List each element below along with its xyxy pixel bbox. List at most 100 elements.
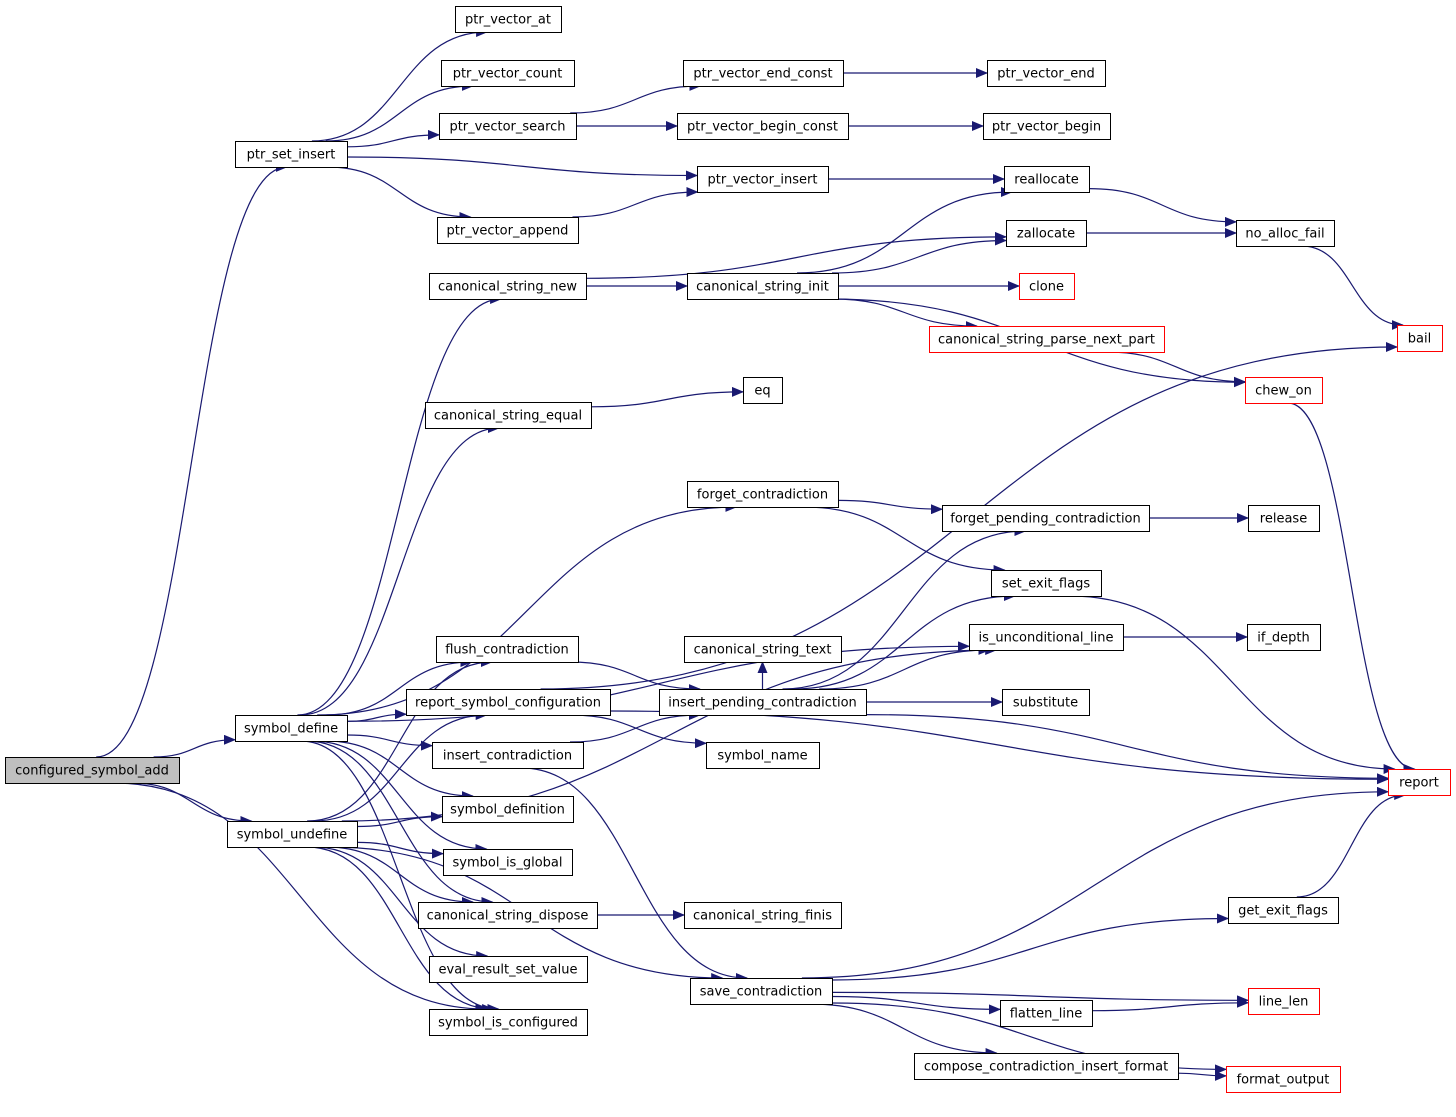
node-bail[interactable]: bail xyxy=(1397,325,1443,352)
call-edge-canonical_string_init-to-zallocate xyxy=(831,235,1007,274)
node-zallocate[interactable]: zallocate xyxy=(1006,220,1087,247)
call-edge-ptr_set_insert-to-ptr_vector_insert xyxy=(346,156,698,181)
node-label: canonical_string_init xyxy=(696,280,829,295)
node-box xyxy=(441,60,575,87)
node-canonical_string_parse_next_part[interactable]: canonical_string_parse_next_part xyxy=(929,326,1165,353)
node-label: line_len xyxy=(1259,995,1309,1010)
node-label: flush_contradiction xyxy=(445,643,569,658)
node-ptr_vector_end_const[interactable]: ptr_vector_end_const xyxy=(683,60,844,87)
call-edge-report_symbol_configuration-to-symbol_name xyxy=(570,714,707,749)
node-report[interactable]: report xyxy=(1388,769,1451,796)
node-label: forget_pending_contradiction xyxy=(950,512,1141,527)
node-save_contradiction[interactable]: save_contradiction xyxy=(690,978,833,1005)
node-set_exit_flags[interactable]: set_exit_flags xyxy=(991,570,1102,597)
node-configured_symbol_add[interactable]: configured_symbol_add xyxy=(5,757,180,784)
call-edge-symbol_define-to-symbol_is_global xyxy=(311,740,488,854)
node-ptr_vector_begin_const[interactable]: ptr_vector_begin_const xyxy=(677,113,849,140)
node-symbol_is_global[interactable]: symbol_is_global xyxy=(443,849,573,876)
call-edge-insert_pending_contradiction-to-forget_pending_contradiction xyxy=(782,526,1027,690)
call-edge-set_exit_flags-to-report xyxy=(1070,595,1396,774)
node-box xyxy=(1228,897,1339,924)
node-box xyxy=(1019,273,1075,300)
node-release[interactable]: release xyxy=(1248,505,1320,532)
node-forget_contradiction[interactable]: forget_contradiction xyxy=(687,481,839,508)
node-line_len[interactable]: line_len xyxy=(1248,988,1320,1015)
node-ptr_vector_append[interactable]: ptr_vector_append xyxy=(437,217,579,244)
node-box xyxy=(1245,377,1323,404)
node-chew_on[interactable]: chew_on xyxy=(1245,377,1323,404)
node-symbol_definition[interactable]: symbol_definition xyxy=(442,796,574,823)
node-label: reallocate xyxy=(1014,173,1078,188)
node-no_alloc_fail[interactable]: no_alloc_fail xyxy=(1236,220,1335,247)
node-ptr_vector_count[interactable]: ptr_vector_count xyxy=(441,60,575,87)
call-edge-no_alloc_fail-to-bail xyxy=(1301,245,1404,330)
node-eval_result_set_value[interactable]: eval_result_set_value xyxy=(429,956,588,983)
node-ptr_vector_insert[interactable]: ptr_vector_insert xyxy=(697,166,829,193)
node-eq[interactable]: eq xyxy=(743,377,783,404)
node-label: symbol_name xyxy=(717,749,807,764)
node-label: chew_on xyxy=(1255,384,1312,399)
node-box xyxy=(684,636,842,663)
node-canonical_string_equal[interactable]: canonical_string_equal xyxy=(425,402,592,429)
node-compose_contradiction_insert_format[interactable]: compose_contradiction_insert_format xyxy=(914,1053,1179,1080)
call-edge-flush_contradiction-to-insert_pending_contradiction xyxy=(569,661,701,694)
node-is_unconditional_line[interactable]: is_unconditional_line xyxy=(969,624,1124,651)
node-label: symbol_is_global xyxy=(453,856,563,871)
node-flatten_line[interactable]: flatten_line xyxy=(1000,1000,1093,1027)
node-clone[interactable]: clone xyxy=(1019,273,1075,300)
node-insert_pending_contradiction[interactable]: insert_pending_contradiction xyxy=(659,689,867,716)
node-ptr_vector_begin[interactable]: ptr_vector_begin xyxy=(983,113,1111,140)
node-box xyxy=(677,113,849,140)
call-edge-save_contradiction-to-compose_contradiction_insert_format xyxy=(810,1003,998,1058)
node-canonical_string_init[interactable]: canonical_string_init xyxy=(687,273,839,300)
node-insert_contradiction[interactable]: insert_contradiction xyxy=(432,742,584,769)
node-label: clone xyxy=(1029,280,1064,295)
node-canonical_string_finis[interactable]: canonical_string_finis xyxy=(684,902,842,929)
node-label: ptr_vector_end_const xyxy=(693,67,832,82)
node-substitute[interactable]: substitute xyxy=(1002,689,1090,716)
node-label: if_depth xyxy=(1257,631,1310,646)
node-canonical_string_text[interactable]: canonical_string_text xyxy=(684,636,842,663)
node-box xyxy=(743,377,783,404)
call-edge-forget_contradiction-to-set_exit_flags xyxy=(803,506,1006,575)
node-report_symbol_configuration[interactable]: report_symbol_configuration xyxy=(406,689,611,716)
node-ptr_vector_end[interactable]: ptr_vector_end xyxy=(987,60,1106,87)
node-flush_contradiction[interactable]: flush_contradiction xyxy=(436,636,579,663)
call-edge-insert_pending_contradiction-to-report xyxy=(865,714,1389,784)
node-label: ptr_set_insert xyxy=(247,148,336,163)
node-box xyxy=(439,113,577,140)
node-box xyxy=(455,6,562,33)
node-box xyxy=(1248,505,1320,532)
node-ptr_vector_at[interactable]: ptr_vector_at xyxy=(455,6,562,33)
node-symbol_is_configured[interactable]: symbol_is_configured xyxy=(429,1009,588,1036)
node-label: ptr_vector_append xyxy=(447,224,569,239)
node-box xyxy=(432,742,584,769)
call-edge-chew_on-to-report xyxy=(1287,402,1416,774)
call-edge-insert_pending_contradiction-to-set_exit_flags xyxy=(793,591,1016,690)
node-ptr_vector_search[interactable]: ptr_vector_search xyxy=(439,113,577,140)
node-label: is_unconditional_line xyxy=(978,631,1113,646)
node-reallocate[interactable]: reallocate xyxy=(1004,166,1090,193)
node-box xyxy=(1247,624,1321,651)
node-label: canonical_string_parse_next_part xyxy=(938,333,1155,348)
node-canonical_string_new[interactable]: canonical_string_new xyxy=(429,273,587,300)
node-format_output[interactable]: format_output xyxy=(1226,1066,1341,1093)
call-edge-canonical_string_init-to-canonical_string_parse_next_part xyxy=(832,298,978,331)
node-box xyxy=(429,956,588,983)
node-symbol_define[interactable]: symbol_define xyxy=(235,715,348,742)
node-symbol_undefine[interactable]: symbol_undefine xyxy=(227,821,358,848)
node-get_exit_flags[interactable]: get_exit_flags xyxy=(1228,897,1339,924)
call-edge-symbol_define-to-forget_contradiction xyxy=(317,502,738,716)
node-layer: configured_symbol_add ptr_set_insertsymbo… xyxy=(5,6,1451,1093)
node-label: symbol_is_configured xyxy=(438,1016,578,1031)
node-canonical_string_dispose[interactable]: canonical_string_dispose xyxy=(418,902,598,929)
node-forget_pending_contradiction[interactable]: forget_pending_contradiction xyxy=(942,505,1150,532)
node-label: substitute xyxy=(1013,696,1078,711)
call-edge-insert_contradiction-to-save_contradiction xyxy=(521,767,748,983)
node-ptr_set_insert[interactable]: ptr_set_insert xyxy=(235,141,348,168)
call-edge-canonical_string_parse_next_part-to-chew_on xyxy=(1106,351,1246,387)
call-edge-save_contradiction-to-line_len xyxy=(831,991,1249,1006)
node-symbol_name[interactable]: symbol_name xyxy=(706,742,820,769)
node-if_depth[interactable]: if_depth xyxy=(1247,624,1321,651)
call-edge-configured_symbol_add-to-symbol_undefine xyxy=(132,782,253,826)
